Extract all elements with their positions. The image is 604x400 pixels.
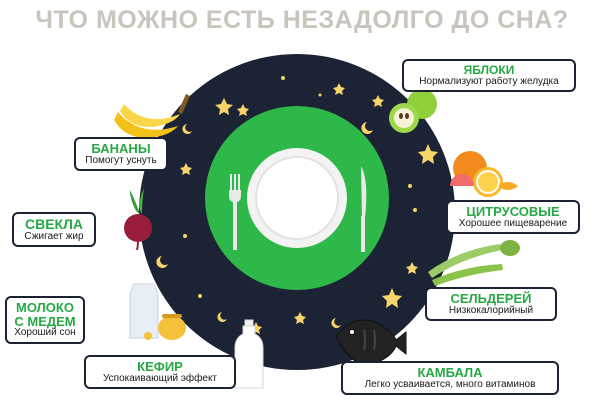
flounder-fish-icon <box>335 319 407 365</box>
item-citrus: ЦИТРУСОВЫЕ Хорошее пищеварение <box>446 200 580 235</box>
item-desc: Низкокалорийный <box>448 304 534 316</box>
item-milk-honey: МОЛОКО С МЕДЕМ Хороший сон <box>5 296 85 344</box>
item-title: МОЛОКО С МЕДЕМ <box>14 300 76 329</box>
item-desc: Хорошее пищеварение <box>458 217 568 229</box>
item-desc: Успокаивающий эффект <box>102 372 218 384</box>
item-title: ЯБЛОКИ <box>463 63 515 77</box>
page-title: ЧТО МОЖНО ЕСТЬ НЕЗАДОЛГО ДО СНА? <box>35 6 569 34</box>
item-flounder: КАМБАЛА Легко усваивается, много витамин… <box>341 361 559 396</box>
beet-icon <box>124 188 152 251</box>
knife-icon <box>361 166 367 252</box>
celery-icon <box>428 240 520 286</box>
kefir-bottle-icon <box>234 319 264 389</box>
milk-honey-icon <box>129 283 186 340</box>
item-title: ЦИТРУСОВЫЕ <box>466 204 560 219</box>
banana-icon <box>114 94 190 138</box>
citrus-icon <box>450 151 518 197</box>
item-title: СВЕКЛА <box>24 216 84 232</box>
item-desc: Помогут уснуть <box>85 154 157 166</box>
item-desc: Легко усваивается, много витаминов <box>364 378 536 390</box>
item-desc: Сжигает жир <box>24 230 84 242</box>
item-title: БАНАНЫ <box>91 141 151 156</box>
item-celery: СЕЛЬДЕРЕЙ Низкокалорийный <box>425 287 557 322</box>
item-title: КЕФИР <box>137 359 183 374</box>
fork-icon <box>229 174 241 250</box>
item-desc: Хороший сон <box>14 327 76 339</box>
star-icon <box>180 76 438 334</box>
item-title: КАМБАЛА <box>417 365 483 380</box>
item-beet: СВЕКЛА Сжигает жир <box>12 212 96 248</box>
apple-icon <box>389 81 437 133</box>
moon-icon <box>156 122 373 328</box>
item-title: СЕЛЬДЕРЕЙ <box>450 291 532 306</box>
item-apples: ЯБЛОКИ Нормализуют работу желудка <box>402 59 576 93</box>
item-bananas: БАНАНЫ Помогут уснуть <box>74 137 168 172</box>
item-desc: Нормализуют работу желудка <box>419 75 559 87</box>
item-kefir: КЕФИР Успокаивающий эффект <box>84 355 236 390</box>
